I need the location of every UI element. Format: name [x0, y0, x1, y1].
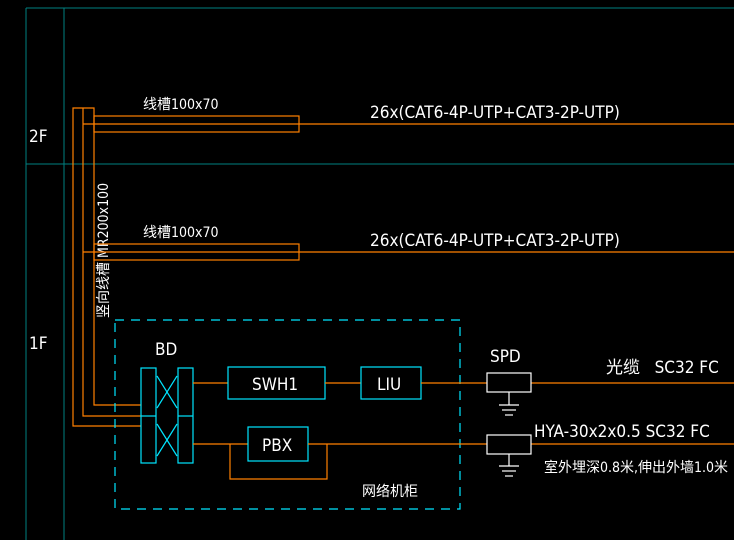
bd-label: BD — [155, 340, 177, 360]
phone-cable-note: 室外埋深0.8米,伸出外墙1.0米 — [544, 459, 728, 476]
cable-label-2f: 26x(CAT6-4P-UTP+CAT3-2P-UTP) — [370, 103, 620, 123]
vertical-tray-label: 竖向线槽 MR200x100 — [96, 183, 112, 318]
network-cabinet-outline[interactable] — [114, 319, 461, 510]
bd-distribution-frame[interactable] — [140, 367, 194, 464]
vertical-riser-tray — [72, 107, 141, 427]
drawing-frame — [25, 7, 734, 540]
switch-swh1[interactable]: SWH1 — [227, 366, 326, 400]
liu-unit[interactable]: LIU — [360, 366, 422, 400]
tray-label-2f: 线槽100x70 — [143, 97, 219, 113]
cable-tray-1f — [83, 243, 734, 261]
liu-label: LIU — [377, 375, 401, 395]
cable-label-1f: 26x(CAT6-4P-UTP+CAT3-2P-UTP) — [370, 231, 620, 251]
pbx-bypass-loop — [229, 444, 328, 480]
pbx-unit[interactable]: PBX — [247, 426, 309, 462]
fiber-cable-label: 光缆 SC32 FC — [606, 358, 719, 378]
cabinet-label: 网络机柜 — [362, 484, 418, 500]
spd-surge-protector-phone[interactable] — [486, 434, 532, 477]
spd-label: SPD — [490, 347, 521, 367]
floor-label-2f: 2F — [29, 127, 48, 147]
pbx-label: PBX — [262, 436, 292, 456]
tray-label-1f: 线槽100x70 — [143, 225, 219, 241]
phone-cable-label: HYA-30x2x0.5 SC32 FC — [534, 422, 710, 442]
cable-tray-2f — [83, 115, 734, 133]
switch-label: SWH1 — [252, 375, 298, 395]
spd-surge-protector-fiber[interactable] — [486, 372, 532, 416]
floor-label-1f: 1F — [29, 334, 48, 354]
